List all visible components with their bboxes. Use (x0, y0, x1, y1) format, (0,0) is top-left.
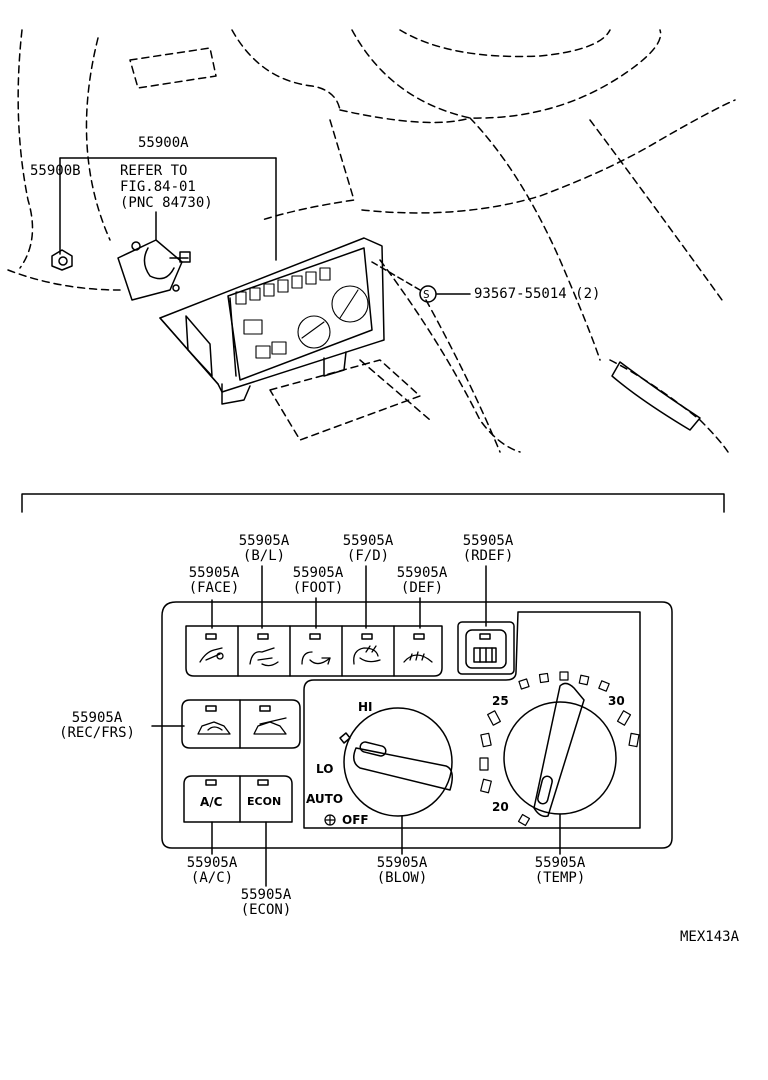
callout-foot-name: (FOOT) (292, 580, 344, 596)
econ-button-label: ECON (247, 795, 282, 808)
control-cable (117, 239, 191, 301)
callout-econ-pn: 55905A (240, 887, 292, 903)
callout-rdef-name: (RDEF) (462, 548, 514, 564)
rear-defrost-button (457, 621, 515, 675)
ac-button-label: A/C (200, 795, 223, 809)
callout-blow-name: (BLOW) (376, 870, 428, 886)
vent-slot (611, 361, 701, 431)
top-leaders (59, 157, 471, 295)
callout-fd-pn: 55905A (342, 533, 394, 549)
control-panel (161, 601, 673, 849)
callout-face-pn: 55905A (188, 565, 240, 581)
refer-line-1: REFER TO (120, 163, 188, 179)
temp-20-label: 20 (492, 800, 509, 814)
dashboard-outline (7, 29, 736, 453)
screw-part-number: 93567-55014 (2) (474, 286, 601, 302)
assembly-part-number: 55900A (138, 135, 189, 151)
callout-bl-pn: 55905A (238, 533, 290, 549)
ac-econ-button-group (183, 775, 293, 823)
blower-knob (343, 707, 453, 817)
screw-symbol-letter: S (423, 288, 430, 301)
knob-part-number: 55900B (30, 163, 81, 179)
bottom-leaders (151, 565, 561, 887)
rec-frs-button (181, 699, 301, 749)
detail-frame-bracket (21, 493, 725, 513)
off-fan-icon (324, 814, 336, 826)
callout-temp-pn: 55905A (534, 855, 586, 871)
callout-foot-pn: 55905A (292, 565, 344, 581)
callout-def-name: (DEF) (400, 580, 444, 596)
blower-lo-label: LO (316, 762, 334, 776)
mode-button-group (185, 625, 443, 677)
callout-def-pn: 55905A (396, 565, 448, 581)
callout-rdef-pn: 55905A (462, 533, 514, 549)
bilevel-mode-icon (249, 647, 279, 667)
callout-recfrs-name: (REC/FRS) (59, 725, 135, 741)
recirculate-icon (197, 721, 231, 735)
callout-fd-name: (F/D) (346, 548, 390, 564)
callout-ac-name: (A/C) (190, 870, 234, 886)
callout-ac-pn: 55905A (186, 855, 238, 871)
blower-tick (339, 732, 351, 744)
temperature-knob (503, 682, 617, 818)
temperature-scale-ticks (479, 671, 640, 827)
temp-25-label: 25 (492, 694, 509, 708)
callout-recfrs-pn: 55905A (71, 710, 123, 726)
temp-30-label: 30 (608, 694, 625, 708)
callout-blow-pn: 55905A (376, 855, 428, 871)
callout-bl-name: (B/L) (242, 548, 286, 564)
figure-code: MEX143A (680, 929, 740, 945)
callout-face-name: (FACE) (188, 580, 240, 596)
foot-defrost-mode-icon (353, 645, 381, 665)
face-mode-icon (199, 647, 224, 663)
fresh-air-icon (253, 717, 287, 735)
blower-auto-label: AUTO (306, 792, 344, 806)
blower-hi-label: HI (358, 700, 373, 714)
callout-temp-name: (TEMP) (534, 870, 586, 886)
knob-part (51, 249, 73, 271)
callout-econ-name: (ECON) (240, 902, 292, 918)
foot-mode-icon (301, 651, 331, 665)
refer-line-3: (PNC 84730) (120, 195, 213, 211)
control-unit-3d (159, 237, 385, 405)
screw-symbol-circle (419, 285, 437, 303)
refer-line-2: FIG.84-01 (120, 179, 196, 195)
blower-off-label: OFF (342, 813, 369, 827)
defrost-mode-icon (403, 651, 433, 663)
